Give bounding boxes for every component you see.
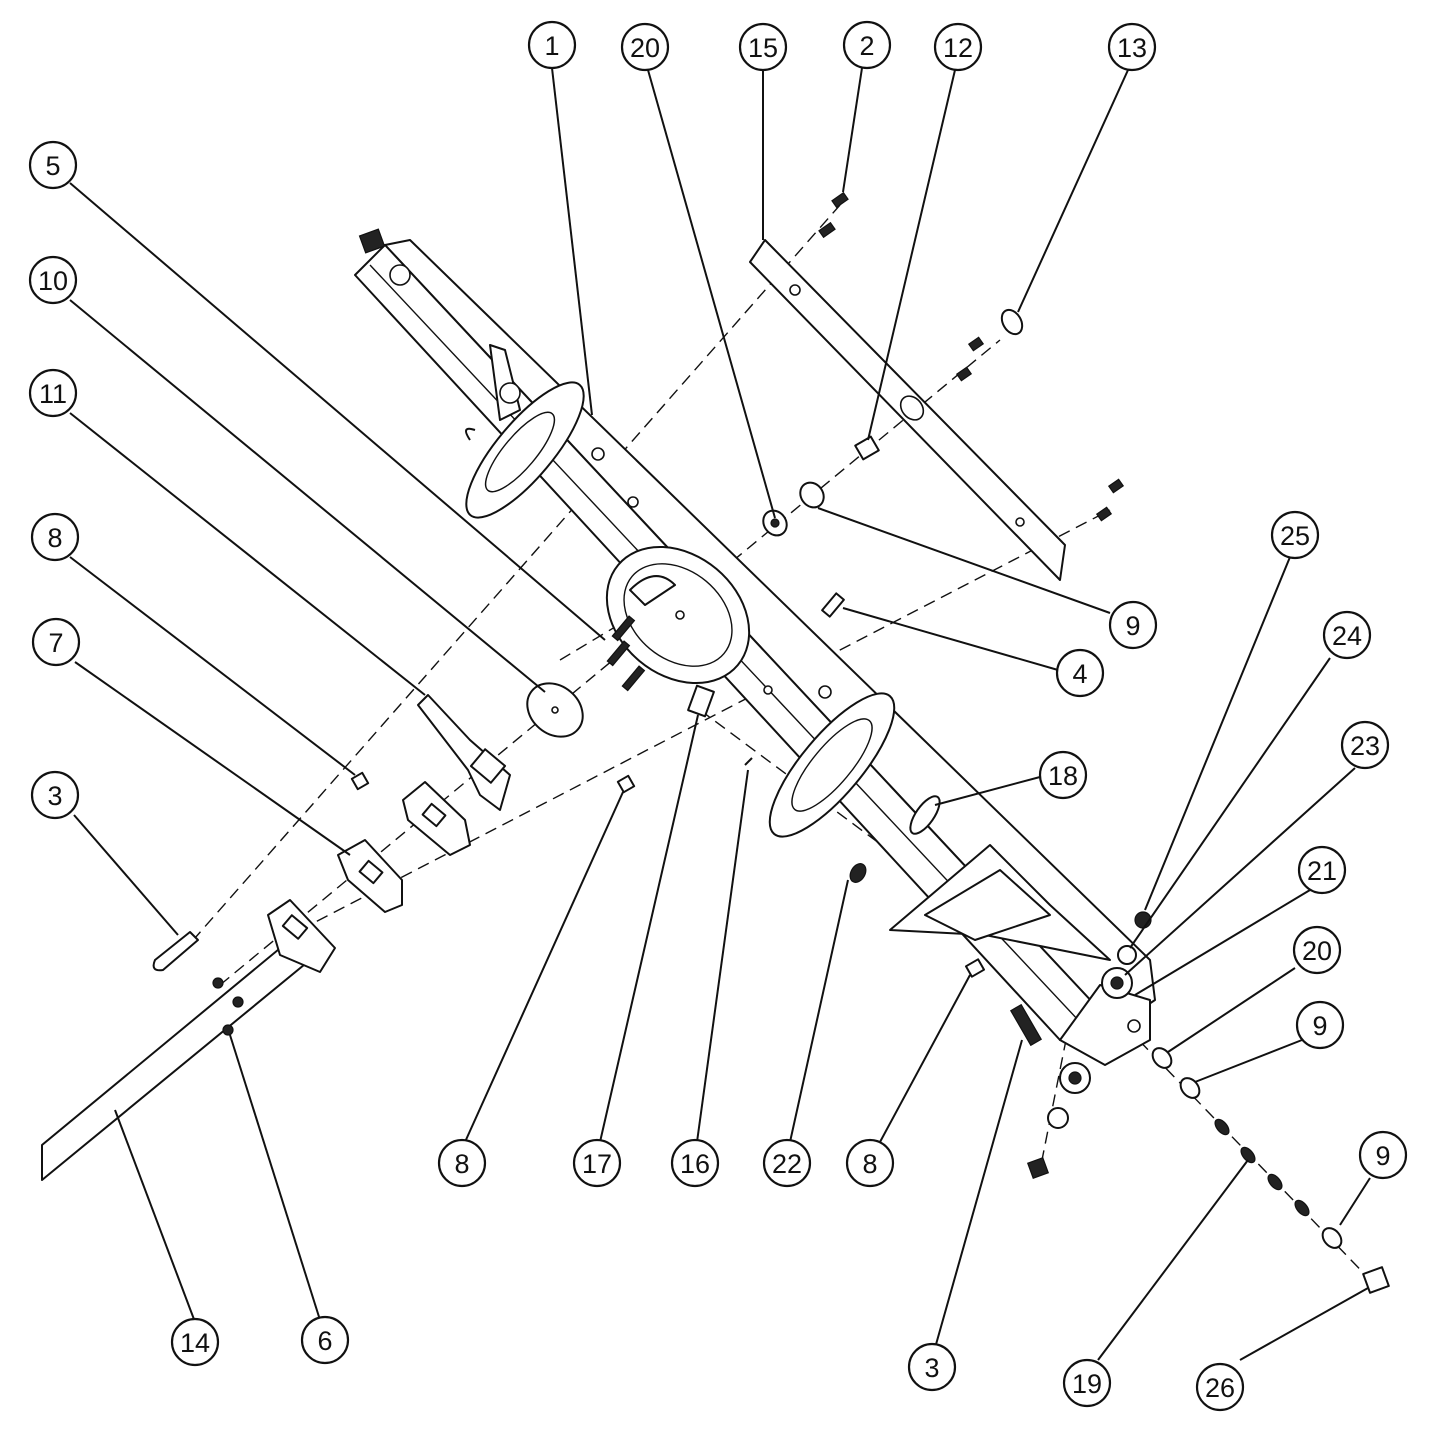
svg-text:8: 8 xyxy=(862,1149,877,1179)
svg-text:19: 19 xyxy=(1072,1369,1102,1399)
callout-4: 4 xyxy=(1055,648,1105,698)
callout-8-mid: 8 xyxy=(437,1138,487,1188)
svg-text:6: 6 xyxy=(317,1326,332,1356)
lower-bracket xyxy=(889,844,1151,1066)
callout-22: 22 xyxy=(762,1138,812,1188)
callout-7: 7 xyxy=(31,617,81,667)
center-disc xyxy=(605,545,751,685)
svg-text:16: 16 xyxy=(680,1149,710,1179)
callout-11: 11 xyxy=(28,368,78,418)
lever-bracket xyxy=(417,694,511,811)
svg-text:12: 12 xyxy=(943,33,973,63)
svg-text:26: 26 xyxy=(1205,1373,1235,1403)
svg-text:3: 3 xyxy=(47,781,62,811)
svg-text:14: 14 xyxy=(180,1328,210,1358)
svg-text:20: 20 xyxy=(630,33,660,63)
svg-text:20: 20 xyxy=(1302,936,1332,966)
callout-8-right: 8 xyxy=(845,1138,895,1188)
svg-text:3: 3 xyxy=(924,1353,939,1383)
callout-16: 16 xyxy=(670,1138,720,1188)
callout-20-right: 20 xyxy=(1292,925,1342,975)
svg-text:9: 9 xyxy=(1312,1011,1327,1041)
svg-text:4: 4 xyxy=(1072,659,1087,689)
side-plate xyxy=(749,239,1066,581)
callout-12: 12 xyxy=(933,22,983,72)
callout-14: 14 xyxy=(170,1317,220,1367)
callout-19: 19 xyxy=(1062,1358,1112,1408)
callout-23: 23 xyxy=(1340,720,1390,770)
svg-text:1: 1 xyxy=(544,31,559,61)
washer-18 xyxy=(909,795,941,835)
svg-text:17: 17 xyxy=(582,1149,612,1179)
svg-text:8: 8 xyxy=(454,1149,469,1179)
leader-lines xyxy=(69,67,1371,1361)
callout-9-right: 9 xyxy=(1295,1000,1345,1050)
svg-text:7: 7 xyxy=(48,628,63,658)
svg-text:5: 5 xyxy=(45,151,60,181)
callout-2: 2 xyxy=(842,20,892,70)
svg-text:21: 21 xyxy=(1307,856,1337,886)
svg-text:15: 15 xyxy=(748,33,778,63)
upper-flange xyxy=(465,381,585,519)
svg-text:9: 9 xyxy=(1125,611,1140,641)
callout-9-upper: 9 xyxy=(1108,600,1158,650)
svg-text:25: 25 xyxy=(1280,521,1310,551)
callout-10: 10 xyxy=(28,255,78,305)
assembly-centerlines xyxy=(179,204,1381,1291)
svg-text:10: 10 xyxy=(38,266,68,296)
washer-disc xyxy=(526,682,584,738)
lower-flange xyxy=(768,692,896,838)
callout-17: 17 xyxy=(572,1138,622,1188)
callout-20-top: 20 xyxy=(620,22,670,72)
bearing-plates xyxy=(337,781,471,913)
svg-text:11: 11 xyxy=(39,379,67,409)
hub-plate xyxy=(267,899,336,973)
callout-24: 24 xyxy=(1322,610,1372,660)
callout-3-bottom: 3 xyxy=(907,1342,957,1392)
svg-text:2: 2 xyxy=(859,31,874,61)
callout-18: 18 xyxy=(1038,750,1088,800)
svg-text:8: 8 xyxy=(47,523,62,553)
callout-6: 6 xyxy=(300,1315,350,1365)
callout-8-left: 8 xyxy=(30,512,80,562)
callout-5: 5 xyxy=(28,140,78,190)
callout-25: 25 xyxy=(1270,510,1320,560)
svg-text:13: 13 xyxy=(1117,33,1147,63)
svg-text:24: 24 xyxy=(1332,621,1362,651)
svg-text:23: 23 xyxy=(1350,731,1380,761)
callout-13: 13 xyxy=(1107,22,1157,72)
callout-3-left: 3 xyxy=(30,770,80,820)
svg-text:18: 18 xyxy=(1048,761,1078,791)
callout-15: 15 xyxy=(738,22,788,72)
callout-1: 1 xyxy=(527,20,577,70)
callout-9-lower: 9 xyxy=(1358,1130,1408,1180)
shaft xyxy=(41,939,311,1181)
svg-text:22: 22 xyxy=(772,1149,802,1179)
svg-text:9: 9 xyxy=(1375,1141,1390,1171)
callout-21: 21 xyxy=(1297,845,1347,895)
callout-26: 26 xyxy=(1195,1362,1245,1412)
hardware xyxy=(152,191,1390,1294)
